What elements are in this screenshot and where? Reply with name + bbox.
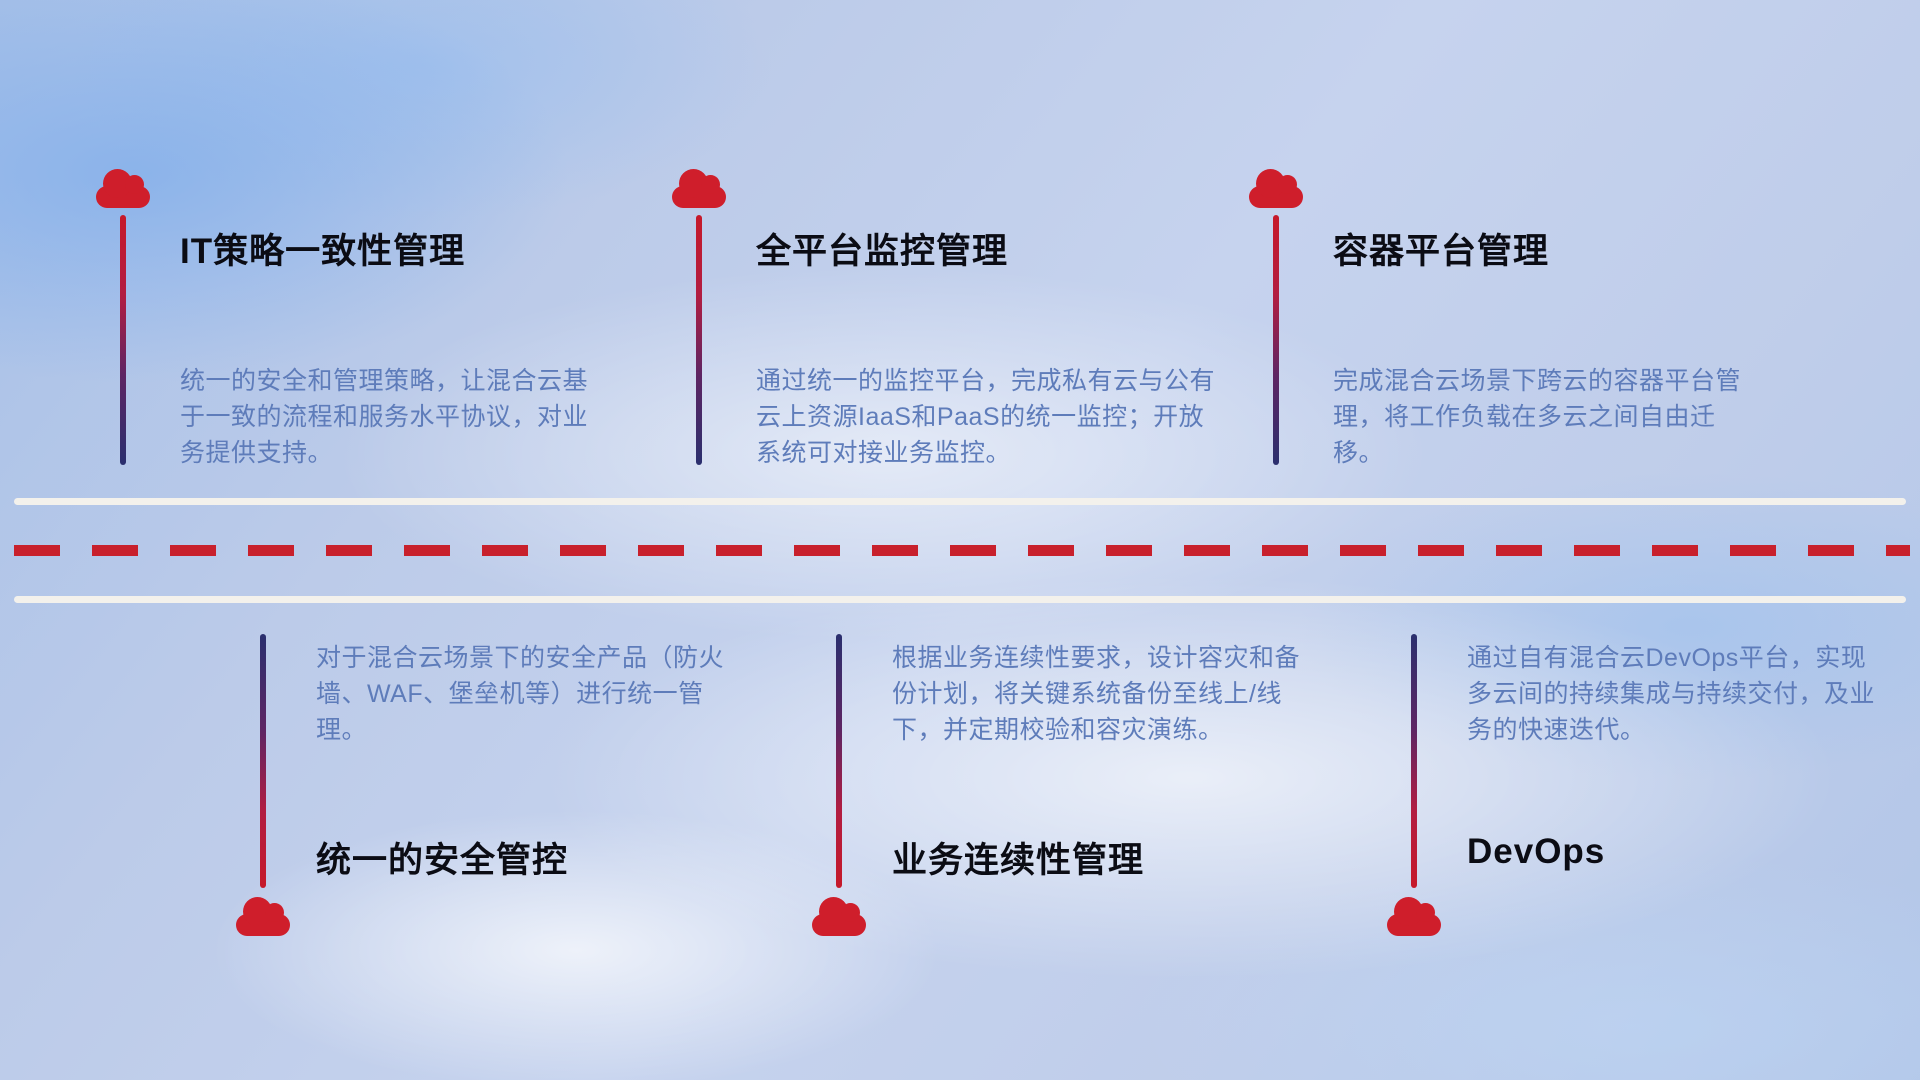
feature-description: 对于混合云场景下的安全产品（防火墙、WAF、堡垒机等）进行统一管理。 (316, 644, 725, 744)
feature-description: 通过统一的监控平台，完成私有云与公有云上资源IaaS和PaaS的统一监控；开放系… (756, 367, 1216, 467)
timeline-stem (1273, 215, 1279, 465)
cloud-icon (1387, 897, 1441, 936)
cloud-icon (812, 897, 866, 936)
feature-title: DevOps (1467, 832, 1606, 871)
feature-title: IT策略一致性管理 (180, 232, 466, 271)
timeline-stem (1411, 634, 1417, 888)
timeline-stem (120, 215, 126, 465)
cloud-icon (96, 169, 150, 208)
road-dashed-line (14, 545, 1910, 556)
feature-title: 容器平台管理 (1333, 232, 1550, 271)
timeline-stem (696, 215, 702, 465)
feature-title: 全平台监控管理 (756, 232, 1009, 271)
feature-description: 通过自有混合云DevOps平台，实现多云间的持续集成与持续交付，及业务的快速迭代… (1467, 644, 1876, 744)
cloud-icon (236, 897, 290, 936)
timeline-stem (836, 634, 842, 888)
feature-description: 完成混合云场景下跨云的容器平台管理，将工作负载在多云之间自由迁移。 (1333, 367, 1742, 467)
feature-title: 统一的安全管控 (316, 841, 569, 880)
cloud-icon (1249, 169, 1303, 208)
road-line-top (14, 498, 1906, 505)
road-line-bottom (14, 596, 1906, 603)
feature-title: 业务连续性管理 (892, 841, 1145, 880)
feature-description: 统一的安全和管理策略，让混合云基于一致的流程和服务水平协议，对业务提供支持。 (180, 367, 589, 467)
timeline-stem (260, 634, 266, 888)
cloud-icon (672, 169, 726, 208)
feature-description: 根据业务连续性要求，设计容灾和备份计划，将关键系统备份至线上/线下，并定期校验和… (892, 644, 1301, 744)
